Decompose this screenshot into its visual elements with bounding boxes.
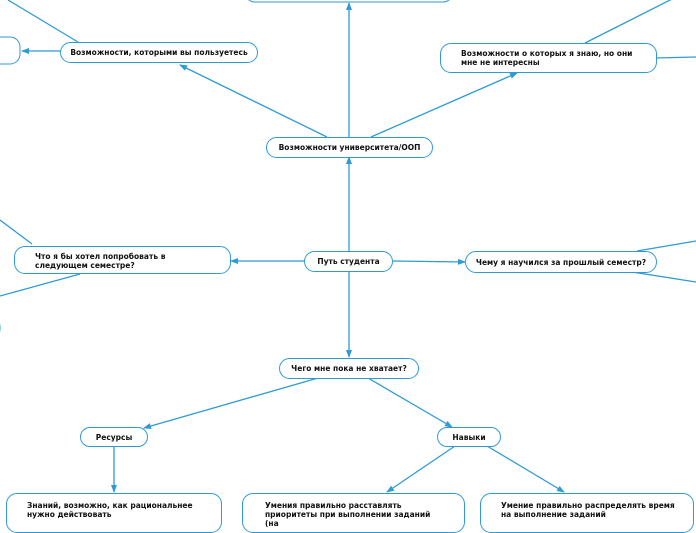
link-known-right [654,56,696,59]
link-lacking-skills [367,377,453,428]
node-skills[interactable]: Навыки [437,427,501,447]
node-time[interactable]: Умение правильно распределять время на в… [480,493,694,533]
node-resources[interactable]: Ресурсы [80,427,148,447]
node-used-label: Возможности, которыми вы пользуетесь [70,48,248,57]
node-priorities[interactable]: Умения правильно расставлять приоритеты … [242,493,465,533]
node-known[interactable]: Возможности о которых я знаю, но они мне… [440,43,657,73]
link-used-top [7,0,79,43]
node-try-next[interactable]: Что я бы хотел попробовать в следующем с… [14,246,231,274]
link-try-next-up [0,219,33,245]
node-central-label: Путь студента [317,257,380,266]
link-university-used [179,64,328,138]
link-skills-time [486,445,565,493]
node-university[interactable]: Возможности университета/ООП [266,137,433,158]
node-left-partial [0,36,21,65]
node-used[interactable]: Возможности, которыми вы пользуетесь [60,42,258,63]
node-lacking-label: Чего мне пока не хватает? [291,364,407,373]
node-known-label: Возможности о которых я знаю, но они мне… [461,49,633,67]
link-learned-up [636,240,696,252]
node-time-label: Умение правильно распределять время на в… [501,501,675,519]
link-lacking-resources [143,377,319,429]
node-priorities-label: Умения правильно расставлять приоритеты … [265,501,431,528]
node-knowledge[interactable]: Знаний, возможно, как рациональнее нужно… [6,493,222,533]
node-knowledge-label: Знаний, возможно, как рациональнее нужно… [27,501,193,519]
node-skills-label: Навыки [452,432,486,442]
node-top-partial [248,0,450,3]
node-learned[interactable]: Чему я научился за прошлый семестр? [465,251,657,273]
node-university-label: Возможности университета/ООП [278,143,421,152]
node-resources-label: Ресурсы [95,432,133,442]
node-lacking[interactable]: Чего мне пока не хватает? [279,358,419,379]
link-learned-down [631,271,696,283]
link-university-known [370,72,518,138]
link-skills-priorities [386,445,456,493]
node-learned-label: Чему я научился за прошлый семестр? [475,257,647,267]
node-central[interactable]: Путь студента [304,251,393,272]
link-central-learned [392,258,466,265]
link-try-next-down [0,273,81,297]
node-try-next-label: Что я бы хотел попробовать в следующем с… [35,252,166,270]
connector-lines [0,0,696,493]
link-known-top [584,0,672,44]
